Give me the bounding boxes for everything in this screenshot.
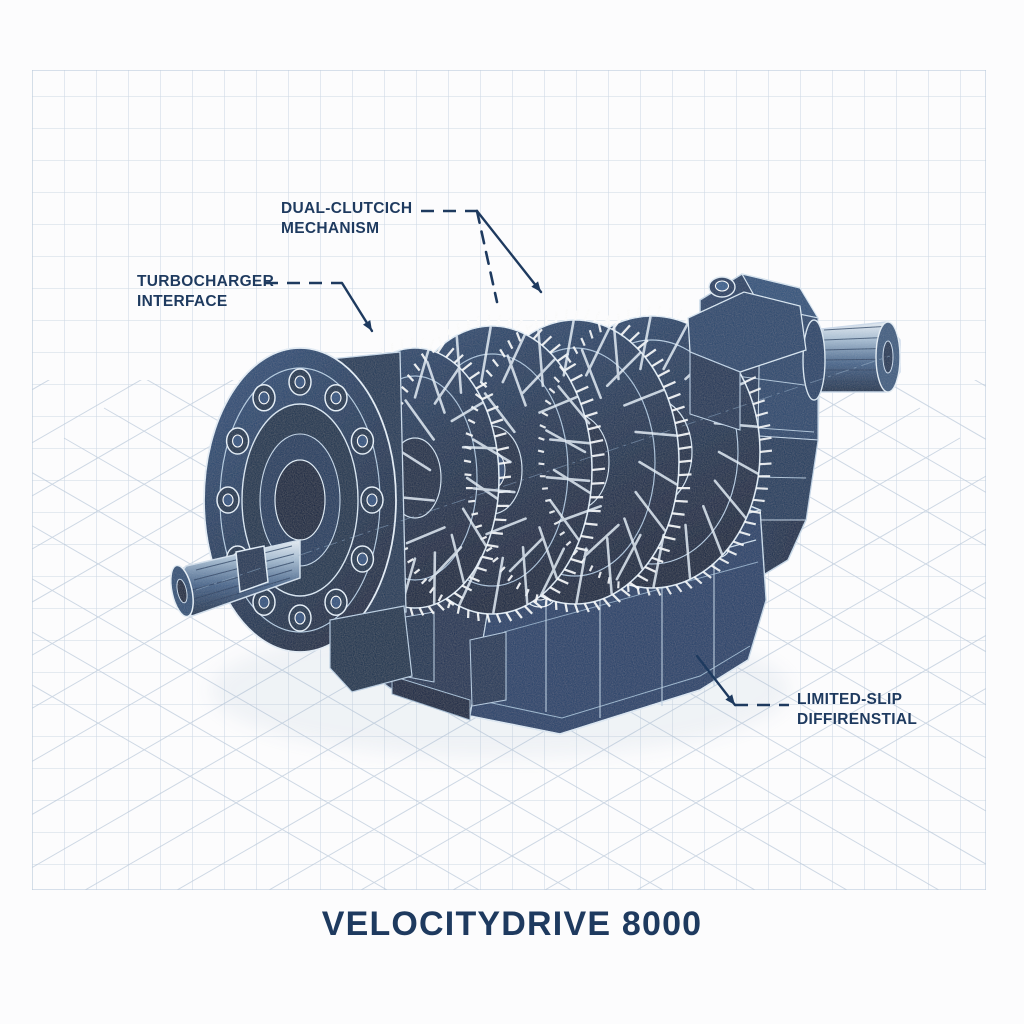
bellhousing-bolt-core [294,375,306,389]
bellhousing-bolt-core [330,595,342,609]
bellhousing-bolt-core [232,434,244,448]
callout-label-limited-slip-differential: LIMITED-SLIP DIFFIRENSTIAL [797,691,918,728]
leader-solid-dual-clutch-1 [475,209,543,294]
bellhousing-bolt-core [356,434,368,448]
bellhousing-bolt-core [330,391,342,405]
page-title: VELOCITYDRIVE 8000 [321,905,703,943]
leader-dashed-dual-clutch-0 [475,209,499,304]
bellhousing-bolt-core [258,595,270,609]
bellhousing-bolt-core [258,391,270,405]
leader-arrowhead-turbocharger-interface [362,320,372,331]
bellhousing-bolt-core [356,552,368,566]
leader-arrowhead-dual-clutch [531,281,541,292]
input-shaft [170,539,301,618]
bellhousing-bolt-core [366,493,378,507]
bellhousing-bolt-circle [216,368,384,632]
bellhousing-bolt-core [222,493,234,507]
callout-label-dual-clutch: DUAL-CLUTCICH MECHANISM [281,200,413,237]
leader-solid-limited-slip-differential-0 [695,654,737,707]
leader-arrowhead-limited-slip-differential [725,694,735,705]
bellhousing-bolt-core [294,611,306,625]
callout-label-turbocharger-interface: TURBOCHARGER INTERFACE [137,273,275,310]
